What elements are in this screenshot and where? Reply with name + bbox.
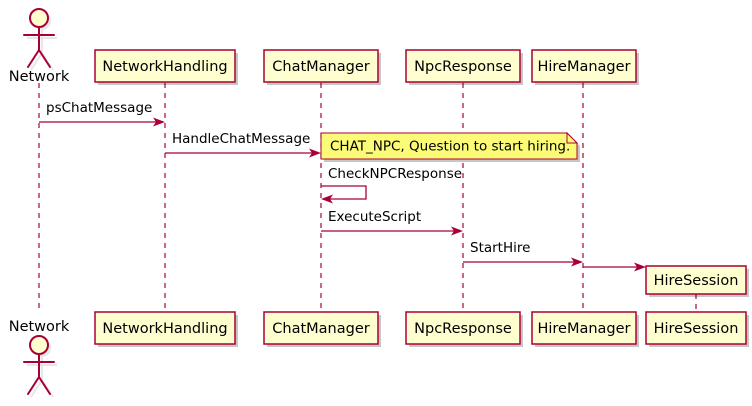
- note-chat-npc[interactable]: CHAT_NPC, Question to start hiring.: [320, 131, 580, 162]
- participant-label-chatmanager-bottom: ChatManager: [272, 321, 369, 337]
- participant-hiresession-created[interactable]: HireSession: [645, 265, 749, 297]
- actor-label-network-top: Network: [9, 69, 70, 85]
- message-arrowhead-checknpcresponse: [321, 194, 333, 204]
- note-fold-corner-icon: [566, 131, 579, 144]
- actor-head-icon: [29, 8, 49, 28]
- message-arrowhead-handlechatmessage: [309, 148, 321, 158]
- actor-left-leg-icon-bottom: [27, 376, 40, 395]
- participant-boxes-bottom: NetworkHandling ChatManager NpcResponse …: [94, 311, 749, 347]
- participant-label-hiremanager-bottom: HireManager: [537, 321, 630, 337]
- message-arrowhead-executescript: [451, 226, 463, 236]
- participant-hiresession-bottom[interactable]: HireSession: [645, 311, 749, 347]
- note-body: [320, 132, 578, 160]
- participant-label-npcresponse-bottom: NpcResponse: [414, 321, 512, 337]
- participant-label-hiremanager-top: HireManager: [537, 59, 630, 75]
- message-starthire[interactable]: StartHire: [463, 240, 583, 267]
- message-label-executescript: ExecuteScript: [328, 209, 421, 225]
- participant-npcresponse-bottom[interactable]: NpcResponse: [405, 311, 523, 347]
- message-executescript[interactable]: ExecuteScript: [321, 209, 463, 236]
- participant-boxes-top: NetworkHandling ChatManager NpcResponse …: [94, 49, 639, 85]
- participant-label-networkhandling-bottom: NetworkHandling: [102, 321, 227, 337]
- actor-network-bottom[interactable]: Network: [9, 319, 70, 398]
- participant-networkhandling-top[interactable]: NetworkHandling: [94, 49, 238, 85]
- message-checknpcresponse[interactable]: CheckNPCResponse: [321, 166, 462, 204]
- message-label-checknpcresponse: CheckNPCResponse: [328, 166, 462, 182]
- participant-networkhandling-bottom[interactable]: NetworkHandling: [94, 311, 238, 347]
- message-arrowhead-starthire: [571, 257, 583, 267]
- message-pschatmessage[interactable]: psChatMessage: [39, 100, 165, 127]
- participant-label-hiresession-created: HireSession: [654, 273, 739, 289]
- actor-right-leg-icon-bottom: [38, 376, 51, 395]
- message-arrowhead-pschatmessage: [153, 117, 165, 127]
- participant-hiremanager-top[interactable]: HireManager: [531, 49, 639, 85]
- message-label-pschatmessage: psChatMessage: [46, 100, 152, 116]
- message-label-handlechatmessage: HandleChatMessage: [172, 131, 310, 147]
- participant-chatmanager-bottom[interactable]: ChatManager: [263, 311, 381, 347]
- message-arrowhead-create-hiresession: [634, 262, 646, 272]
- message-label-starthire: StartHire: [470, 240, 530, 256]
- actor-right-leg-icon: [38, 49, 51, 68]
- message-line-checknpcresponse-self-loop: [321, 185, 367, 200]
- participant-label-chatmanager-top: ChatManager: [272, 59, 369, 75]
- lifelines-group: [38, 83, 697, 312]
- message-create-hiresession[interactable]: [583, 262, 646, 272]
- participant-npcresponse-top[interactable]: NpcResponse: [405, 49, 523, 85]
- participant-label-npcresponse-top: NpcResponse: [414, 59, 512, 75]
- actor-label-network-bottom: Network: [9, 319, 70, 335]
- note-text-chat-npc: CHAT_NPC, Question to start hiring.: [330, 139, 570, 155]
- actor-head-icon-bottom: [29, 335, 49, 355]
- participant-chatmanager-top[interactable]: ChatManager: [263, 49, 381, 85]
- actor-left-leg-icon: [27, 49, 40, 68]
- participant-label-hiresession-bottom: HireSession: [654, 321, 739, 337]
- message-handlechatmessage[interactable]: HandleChatMessage: [165, 131, 321, 158]
- actor-network-top[interactable]: Network: [9, 8, 70, 85]
- participant-label-networkhandling-top: NetworkHandling: [102, 59, 227, 75]
- participant-hiremanager-bottom[interactable]: HireManager: [531, 311, 639, 347]
